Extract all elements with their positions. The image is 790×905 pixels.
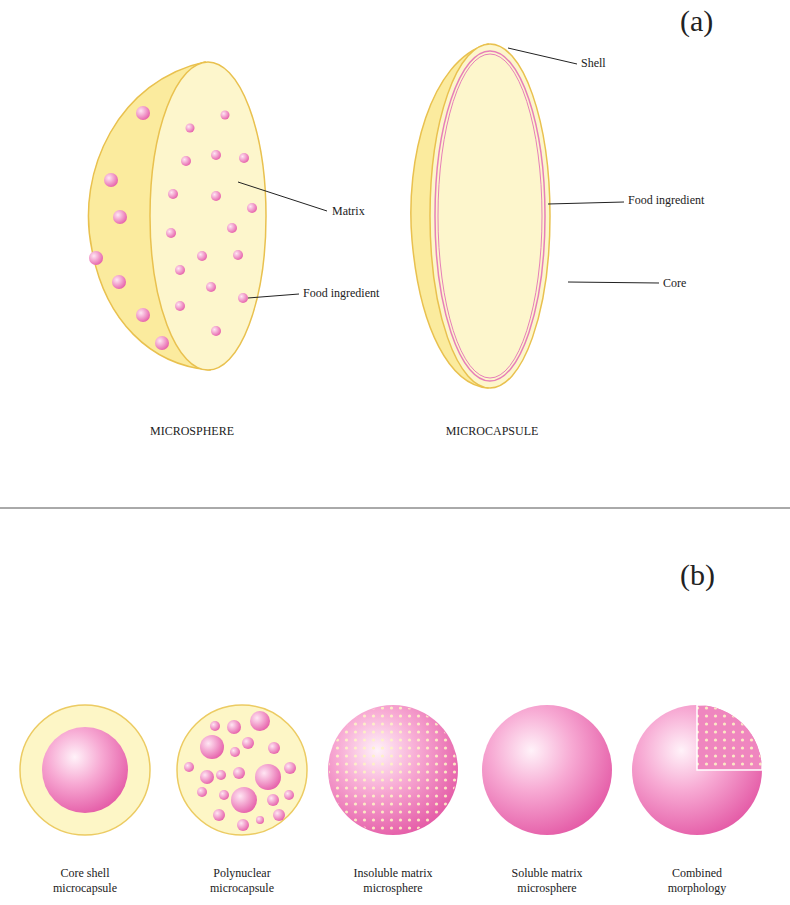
microsphere-figure xyxy=(88,62,327,370)
panel-letter: (b) xyxy=(680,560,715,590)
insoluble-matrix-figure xyxy=(328,705,458,835)
polynuclear-figure xyxy=(177,705,307,835)
part-label: Shell xyxy=(581,56,606,71)
part-label: Matrix xyxy=(332,204,365,219)
morphology-label: Core shell microcapsule xyxy=(37,866,133,896)
separator xyxy=(0,508,790,509)
morphology-label: Polynuclear microcapsule xyxy=(194,866,290,896)
morphology-label: Insoluble matrix microsphere xyxy=(345,866,441,896)
combined-morphology-figure xyxy=(632,705,762,835)
morphology-label: Combined morphology xyxy=(649,866,745,896)
part-label: Core xyxy=(663,276,686,291)
figure-title: MICROSPHERE xyxy=(122,424,262,439)
core-shell-figure xyxy=(20,705,150,835)
morphology-label: Soluble matrix microsphere xyxy=(499,866,595,896)
panel-letter: (a) xyxy=(680,6,713,36)
microcapsule-figure xyxy=(411,44,659,388)
part-label: Food ingredient xyxy=(628,193,704,208)
soluble-matrix-figure xyxy=(482,705,612,835)
figure-title: MICROCAPSULE xyxy=(422,424,562,439)
part-label: Food ingredient xyxy=(303,286,379,301)
